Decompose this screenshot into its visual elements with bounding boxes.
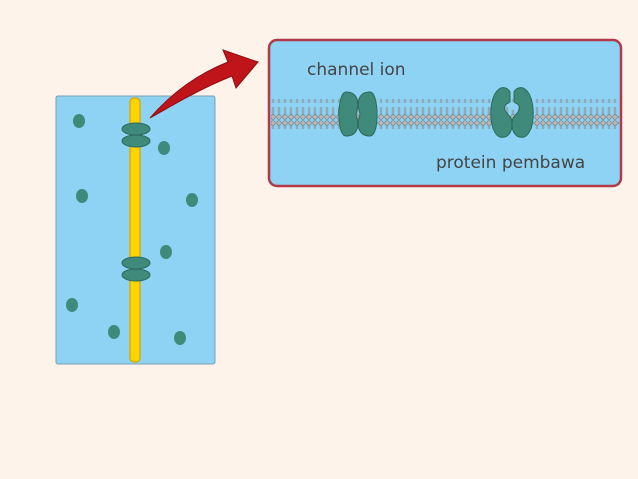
cell-panel [55, 95, 216, 365]
molecule [186, 193, 198, 207]
strip-protein-top [121, 122, 151, 148]
channel-ion-label: channel ion [307, 60, 406, 80]
molecule [160, 245, 172, 259]
lipid-bilayer [271, 99, 619, 129]
carrier-binding-site [508, 102, 516, 110]
carrier-protein-label: protein pembawa [436, 153, 585, 173]
carrier-protein [490, 87, 534, 138]
membrane-strip [129, 97, 141, 363]
molecule [158, 141, 170, 155]
zoom-callout: channel ion protein pembawa [267, 38, 623, 188]
molecule [76, 189, 88, 203]
molecule [108, 325, 120, 339]
zoom-arrow [149, 49, 259, 119]
molecule [73, 114, 85, 128]
molecule [66, 298, 78, 312]
molecule [174, 331, 186, 345]
strip-protein-bottom [121, 256, 151, 282]
channel-protein [338, 91, 378, 137]
molecules [66, 114, 198, 345]
